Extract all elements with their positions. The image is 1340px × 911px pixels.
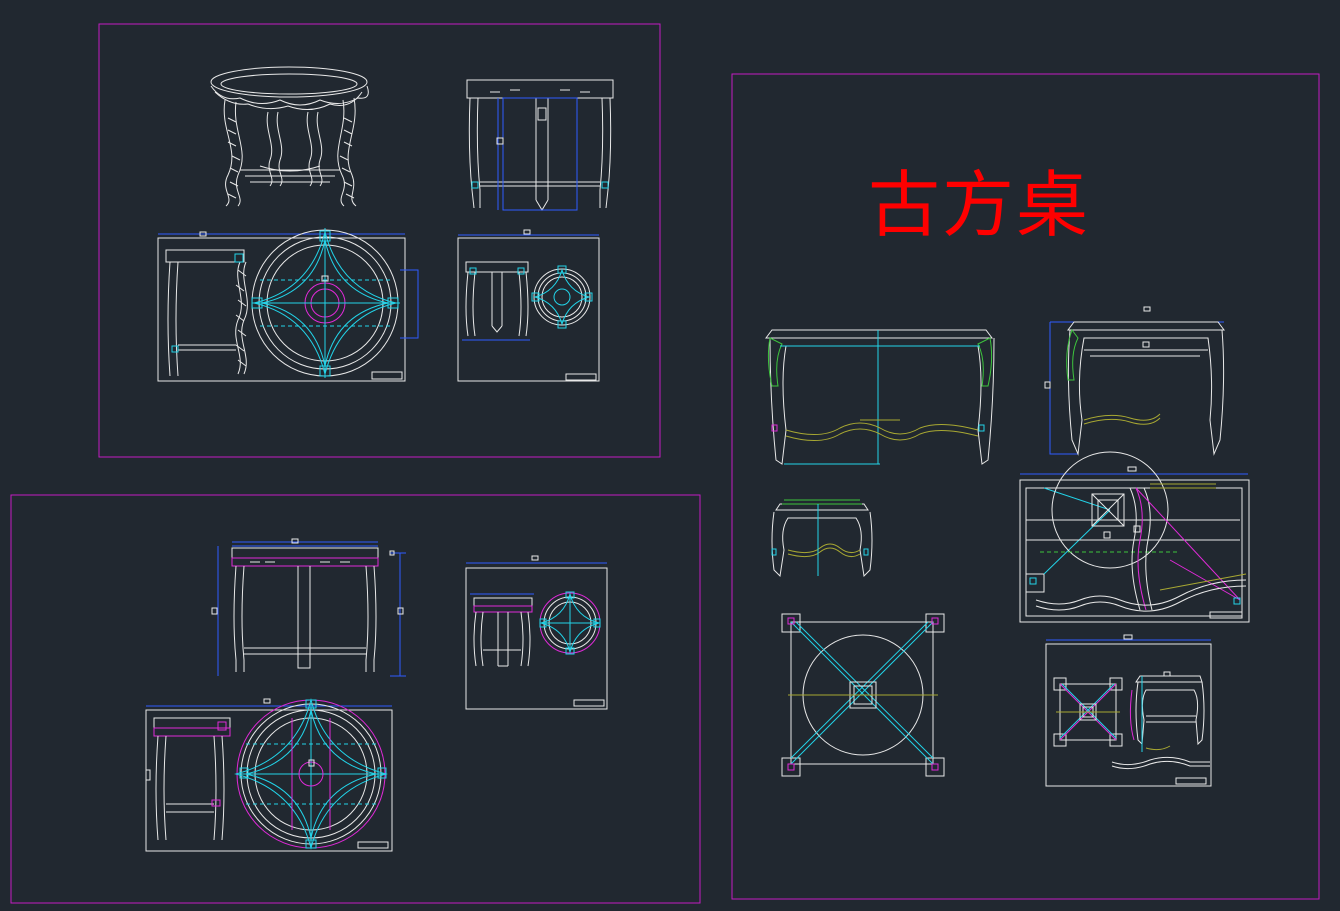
square-table-front-elevation — [765, 329, 995, 465]
square-table-plan — [781, 613, 945, 777]
sheet-border-bottom-left — [10, 494, 701, 904]
sheet-border-top-left — [98, 23, 661, 458]
square-table-small-sheet — [1045, 634, 1212, 787]
sheet-border-right — [731, 73, 1320, 900]
small-sheet-top — [457, 229, 600, 382]
small-sheet-bottom — [465, 555, 608, 710]
square-table-detail-sheet — [1019, 451, 1250, 623]
section-plan-view — [157, 228, 419, 382]
front-elevation-view — [466, 79, 614, 211]
square-table-side-elevation — [1044, 306, 1225, 456]
square-table-small-elevation — [771, 499, 873, 578]
drawing-title: 古方桌 — [868, 163, 1091, 247]
front-elevation-view-2 — [211, 538, 406, 677]
perspective-view — [210, 66, 369, 207]
section-plan-view-2 — [145, 698, 393, 852]
